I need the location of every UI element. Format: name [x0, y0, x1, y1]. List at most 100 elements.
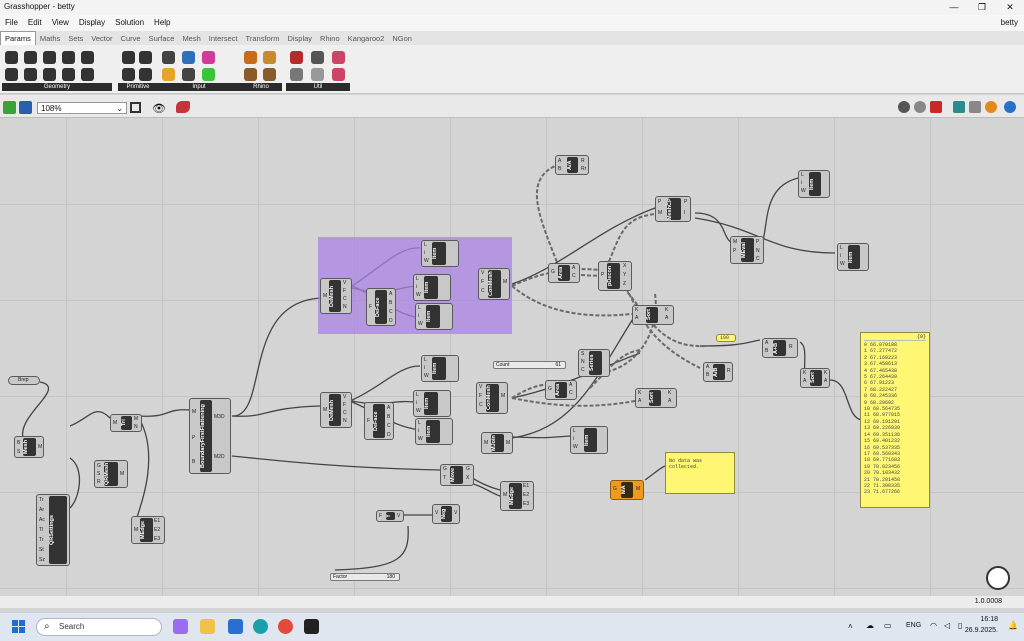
cloud-icon[interactable]: ☁	[866, 621, 874, 630]
save-file-icon[interactable]	[19, 101, 32, 114]
toggle-icon[interactable]	[182, 51, 195, 64]
line-param-icon[interactable]	[24, 68, 37, 81]
menu-edit[interactable]: Edit	[27, 18, 42, 27]
copilot-icon[interactable]	[173, 619, 188, 634]
maximize-button[interactable]: ❐	[977, 2, 987, 12]
tab-params[interactable]: Params	[0, 31, 36, 46]
eye-icon[interactable]: 👁	[152, 103, 166, 115]
preview-wire-icon[interactable]	[914, 101, 926, 113]
menu-help[interactable]: Help	[154, 18, 171, 27]
number-param-icon[interactable]	[122, 51, 135, 64]
geometry-pipeline-icon[interactable]	[244, 51, 257, 64]
slider-icon[interactable]	[162, 51, 175, 64]
clock-date[interactable]: 26.9.2025.	[964, 627, 998, 634]
constant-panel[interactable]: 100	[716, 334, 736, 342]
surface-param-icon[interactable]	[81, 68, 94, 81]
tab-vector[interactable]: Vector	[91, 34, 113, 43]
button-icon[interactable]	[182, 68, 195, 81]
tab-ngon[interactable]: NGon	[392, 34, 412, 43]
drive-icon[interactable]: ▭	[884, 621, 892, 630]
menu-display[interactable]: Display	[78, 18, 106, 27]
curve-param-icon[interactable]	[5, 68, 18, 81]
wifi-icon[interactable]: ◠	[930, 621, 937, 630]
gradient-icon[interactable]	[202, 51, 215, 64]
cache-icon[interactable]	[244, 68, 257, 81]
rhino-icon[interactable]	[304, 619, 319, 634]
tab-sets[interactable]: Sets	[68, 34, 84, 43]
menu-file[interactable]: File	[5, 18, 18, 27]
count-slider[interactable]: Count 61	[493, 361, 566, 369]
mesh-param-icon[interactable]	[43, 68, 56, 81]
file-explorer-icon[interactable]	[200, 619, 215, 634]
box-param-icon[interactable]	[62, 51, 75, 64]
menu-view[interactable]: View	[51, 18, 69, 27]
minimize-button[interactable]: —	[949, 2, 959, 12]
tab-rhino[interactable]: Rhino	[320, 34, 340, 43]
preview-selected-icon[interactable]	[969, 101, 981, 113]
flask-icon[interactable]	[332, 51, 345, 64]
sketch-icon[interactable]	[176, 101, 190, 113]
domain-param-icon[interactable]	[122, 68, 135, 81]
tree-icon[interactable]	[290, 68, 303, 81]
output-panel[interactable]: No data was collected.	[665, 452, 735, 494]
text-param-icon[interactable]	[139, 68, 152, 81]
tab-kangaroo2[interactable]: Kangaroo2	[347, 34, 385, 43]
store-icon[interactable]	[228, 619, 243, 634]
globe-icon[interactable]	[1004, 101, 1016, 113]
qrsettings-component[interactable]: Tr Ar Ac Tl Tr St Sz QRSettings	[36, 494, 70, 566]
cherry-icon[interactable]	[290, 51, 303, 64]
clock-time[interactable]: 16:18	[980, 616, 998, 623]
tab-surface[interactable]: Surface	[148, 34, 175, 43]
language-indicator[interactable]: ENG	[906, 622, 922, 629]
arrow-right-icon[interactable]	[311, 51, 324, 64]
chrome-icon[interactable]	[278, 619, 293, 634]
tab-display[interactable]: Display	[287, 34, 313, 43]
circle-param-icon[interactable]	[24, 51, 37, 64]
integer-param-icon[interactable]	[139, 51, 152, 64]
zoom-extents-icon[interactable]	[130, 102, 141, 113]
menu-solution[interactable]: Solution	[115, 18, 145, 27]
navigation-compass-icon[interactable]	[986, 566, 1010, 590]
open-file-icon[interactable]	[3, 101, 16, 114]
unit-y-component[interactable]: F Y V	[376, 510, 404, 522]
arrow-outline-icon[interactable]	[311, 68, 324, 81]
brep-param[interactable]: Brep	[8, 376, 40, 385]
arc-param-icon[interactable]	[43, 51, 56, 64]
edge-icon[interactable]	[253, 619, 268, 634]
point-param-icon[interactable]	[5, 51, 18, 64]
preview-colour-icon[interactable]	[985, 101, 997, 113]
zoom-input[interactable]: 108%⌄	[37, 102, 127, 114]
close-button[interactable]: ✕	[1006, 2, 1014, 12]
plane-param-icon[interactable]	[62, 68, 75, 81]
factor-slider[interactable]: Factor 180	[330, 573, 400, 581]
negative-component[interactable]: V Neg V	[432, 504, 460, 524]
tab-intersect[interactable]: Intersect	[208, 34, 238, 43]
graph-mapper-icon[interactable]	[162, 68, 175, 81]
